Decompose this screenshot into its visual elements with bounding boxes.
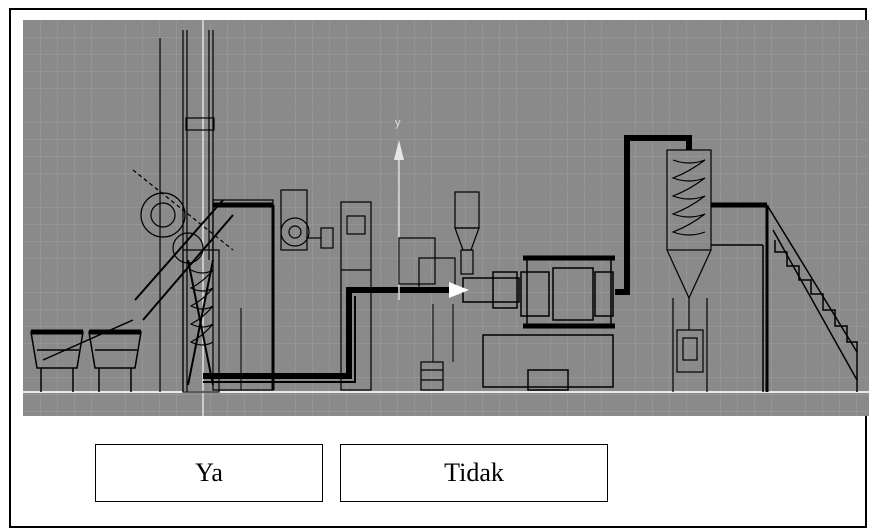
extruder-barrel [449,271,520,309]
no-button[interactable]: Tidak [340,444,608,502]
y-axis-label: y [395,117,401,129]
control-cabinet [340,201,372,391]
crusher-machine [132,169,275,391]
platform-staircase [711,202,858,392]
small-drum [420,361,444,391]
support-stands [240,304,454,390]
silo [666,149,712,392]
extruder-hopper [398,191,480,289]
main-pipe [203,287,463,383]
plant-wireframe-drawing: y [23,20,869,416]
3d-wireframe-viewport: y [23,20,869,416]
yes-button[interactable]: Ya [95,444,323,502]
silo-feed-pipe [615,135,692,295]
viewport-grid-major [23,20,869,416]
left-hoppers [30,319,142,392]
press-frame [482,255,615,391]
tall-tower [159,30,220,393]
blower-fan [280,189,334,251]
